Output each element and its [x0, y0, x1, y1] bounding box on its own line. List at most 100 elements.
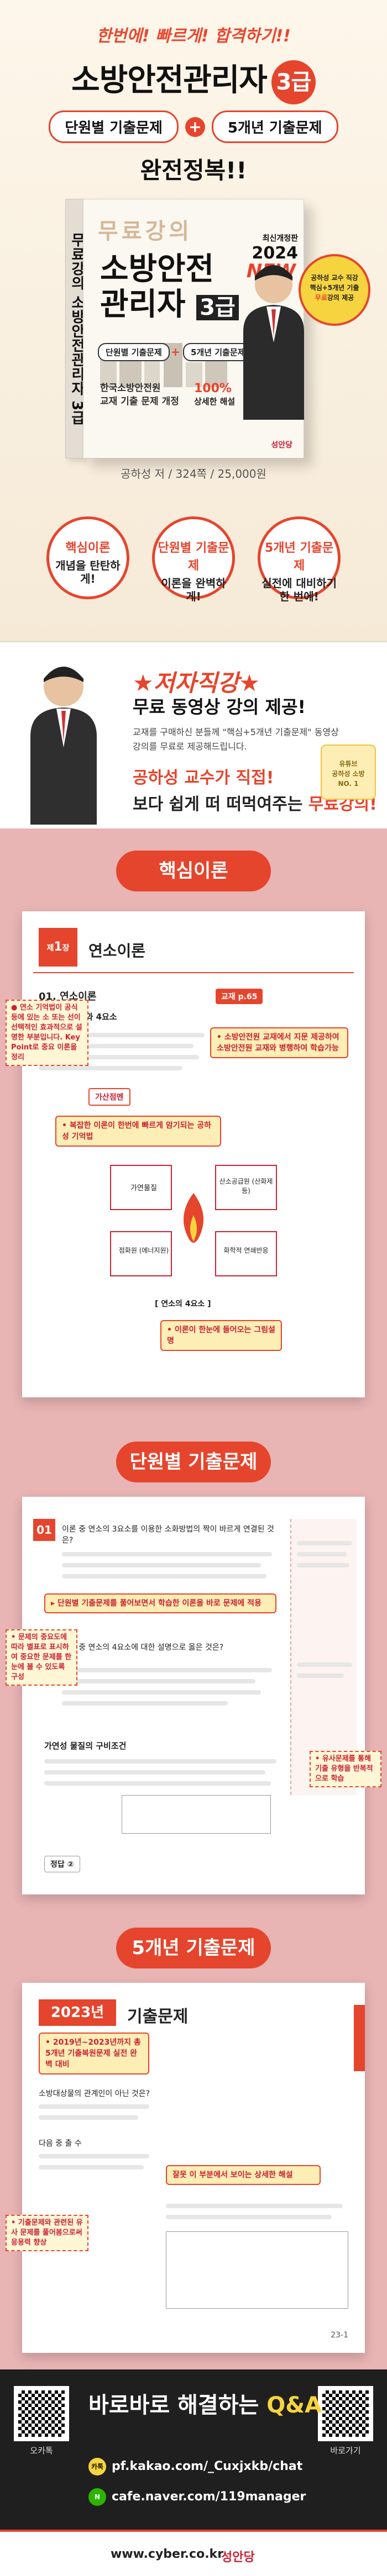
callout-apply: ▸ 단원별 기출문제를 풀어보면서 학습한 이론을 바로 문제에 적용 — [44, 1593, 276, 1613]
kakao-icon: 카톡 — [88, 2458, 106, 2475]
hero-pill-row: 단원별 기출문제 +5개년 기출문제 — [0, 110, 387, 143]
qr-pattern — [322, 2390, 369, 2437]
qa-title-text: 바로바로 해결하는 — [88, 2393, 267, 2418]
feature-desc: 개념을 탄탄하게! — [55, 559, 121, 585]
text-line — [44, 1759, 276, 1764]
book-free-label: 무료강의 — [98, 219, 193, 244]
fiveyear-section-title: 5개년 기출문제 — [116, 1928, 271, 1968]
feature-circle-theory: 핵심이론 개념을 탄탄하게! — [46, 516, 129, 599]
book-year-number: 2024 — [252, 244, 299, 263]
lecture-stamp: 공하성 교수 직강 핵심+5개년 기출 무료강의 제공 — [299, 254, 370, 326]
pill-unit-questions: 단원별 기출문제 — [49, 110, 179, 143]
naver-icon: N — [88, 2488, 106, 2506]
youtube-badge: 유튜브 공하성 소방 NO. 1 — [321, 745, 376, 800]
theory-section: 핵심이론 제1장 연소이론 01. 연소이론 연소의 3요소와 4요소 교재 p… — [0, 828, 387, 1425]
kakao-link[interactable]: 카톡 pf.kakao.com/_Cuxjxkb/chat — [88, 2458, 302, 2475]
unit-section: 단원별 기출문제 01 이론 중 연소의 3요소를 이용한 소화방법의 짝이 바… — [0, 1425, 387, 1911]
text-line — [166, 2215, 332, 2219]
text-line — [39, 1044, 194, 1048]
book-title-line1: 소방안전 — [100, 251, 215, 287]
question-2: 다음 중 연소의 4요소에 대한 설명으로 옳은 것은? — [62, 1643, 224, 1652]
feature-circle-fiveyear: 5개년 기출문제 실전에 대비하기 한 번에! — [258, 516, 341, 603]
side-tab — [354, 2005, 365, 2071]
spine-title: 무료강의 소방안전관리자 3급 — [69, 233, 85, 425]
badge-line3: NO. 1 — [338, 780, 359, 788]
text-line — [39, 2165, 144, 2169]
theory-page: 제1장 연소이론 01. 연소이론 연소의 3요소와 4요소 교재 p.65 •… — [22, 911, 365, 1397]
callout-keypoint: ● 연소 기억법이 공식 등에 있는 소 또는 선이 선택적인 효과적으로 설명… — [6, 1000, 88, 1066]
text-line — [166, 2204, 343, 2208]
exam-question-1: 소방대상물의 관계인이 아닌 것은? — [39, 2089, 150, 2098]
qr-pattern — [18, 2390, 65, 2437]
text-line — [62, 1563, 261, 1567]
text-line — [39, 1066, 182, 1070]
chapter-title: 연소이론 — [88, 942, 146, 960]
fiveyear-section: 5개년 기출문제 2023년 기출문제 • 2019년~2023년까지 총 5개… — [0, 1911, 387, 2369]
answer-tag: 정답 ② — [44, 1856, 80, 1872]
callout-textbook: • 소방안전원 교재에서 지문 제공하여 소방안전원 교재와 병행하여 학습가능 — [210, 1027, 348, 1058]
bottom-bar: www.cyber.co.kr 성안당 — [0, 2530, 387, 2576]
text-line — [44, 1770, 265, 1775]
qr-code-right[interactable] — [318, 2386, 373, 2441]
book-plus-icon: + — [171, 345, 180, 358]
author-photo — [243, 265, 304, 420]
book-pct-value: 100% — [194, 382, 232, 395]
qr-right-label: 바로가기 — [330, 2446, 361, 2456]
book-pct-label: 상세한 해설 — [194, 397, 236, 407]
quote2-text: 보다 쉽게 떠 떠먹여주는 — [133, 795, 308, 814]
qr-left-label: 오카톡 — [30, 2446, 53, 2456]
chapter-divider — [33, 972, 354, 973]
pill-five-year-questions: 5개년 기출문제 — [211, 110, 338, 143]
text-line — [62, 1668, 272, 1672]
plus-icon: + — [185, 117, 205, 137]
qa-title: 바로바로 해결하는 Q&A — [88, 2387, 322, 2419]
text-line — [62, 1701, 228, 1706]
book-meta: 공하성 저 / 324쪽 / 25,000원 — [121, 467, 266, 481]
combustion-diagram — [110, 1165, 277, 1276]
book-pct: 100% 상세한 해설 — [194, 382, 235, 407]
book-year: 최신개정판 2024 — [252, 233, 299, 263]
side-note-column — [290, 1519, 357, 1795]
book-grade: 3급 — [196, 295, 239, 320]
city-illustration — [100, 343, 227, 387]
stamp-line4: 강의 제공 — [327, 294, 354, 302]
site-link[interactable]: www.cyber.co.kr — [111, 2547, 224, 2561]
text-line — [62, 1679, 255, 1683]
text-line — [39, 1033, 205, 1037]
callout-similar: • 유사문제를 통해 기출 유형을 반복적으로 학습 — [310, 1751, 381, 1787]
exam-question-2: 다음 중 출 수 — [39, 2139, 82, 2148]
stamp-line1: 공하성 교수 직강 — [311, 274, 358, 282]
feature-desc: 이론을 완벽하게! — [161, 577, 226, 603]
text-line — [39, 2104, 149, 2109]
question-1: 이론 중 연소의 3요소를 이용한 소화방법의 짝이 바르게 연결된 것은? — [62, 1525, 274, 1545]
text-line — [39, 1055, 199, 1059]
text-line — [44, 1781, 271, 1786]
exam-title: 기출문제 — [127, 2007, 189, 2026]
diagram-label-chain: 화학적 연쇄반응 — [223, 1247, 269, 1254]
page-tag: 교재 p.65 — [216, 989, 263, 1004]
feature-circles: 핵심이론 개념을 탄탄하게! 단원별 기출문제 이론을 완벽하게! 5개년 기출… — [0, 516, 387, 603]
chapter-number: 1 — [54, 940, 62, 954]
book-spine: 무료강의 소방안전관리자 3급 — [65, 199, 85, 458]
instructor-quote1: 공하성 교수가 직접! — [133, 768, 274, 788]
callout-explanation: 잘못 이 부분에서 보이는 상세한 해설 — [166, 2165, 321, 2185]
book-caption-line2: 교재 기출 문제 개정 — [100, 396, 179, 407]
stamp-free: 무료 — [315, 294, 327, 302]
diagram-label-oxygen: 산소공급원 (산화제 등) — [219, 1178, 273, 1195]
text-line — [62, 1552, 272, 1556]
instructor-promo: ★저자직강★ — [133, 669, 260, 696]
feature-title: 핵심이론 — [65, 541, 111, 555]
unit-section-title: 단원별 기출문제 — [116, 1442, 271, 1482]
text-line — [297, 1674, 344, 1678]
qa-section: 오카톡 바로가기 바로바로 해결하는 Q&A 카톡 pf.kakao.com/_C… — [0, 2369, 387, 2576]
instructor-title: 무료 동영상 강의 제공! — [133, 696, 306, 717]
book-caption: 한국소방안전원 교재 기출 문제 개정 — [100, 382, 179, 408]
text-line — [62, 1574, 266, 1579]
kakao-url: pf.kakao.com/_Cuxjxkb/chat — [112, 2459, 303, 2473]
publisher-logo: 성안당 — [221, 2551, 255, 2564]
callout-year: • 2019년~2023년까지 총 5개년 기출복원문제 실전 완벽 대비 — [39, 2033, 149, 2074]
qr-code-left[interactable] — [14, 2386, 69, 2441]
table-title: 가연성 물질의 구비조건 — [44, 1741, 127, 1751]
book-title-line2: 관리자 — [100, 287, 186, 323]
